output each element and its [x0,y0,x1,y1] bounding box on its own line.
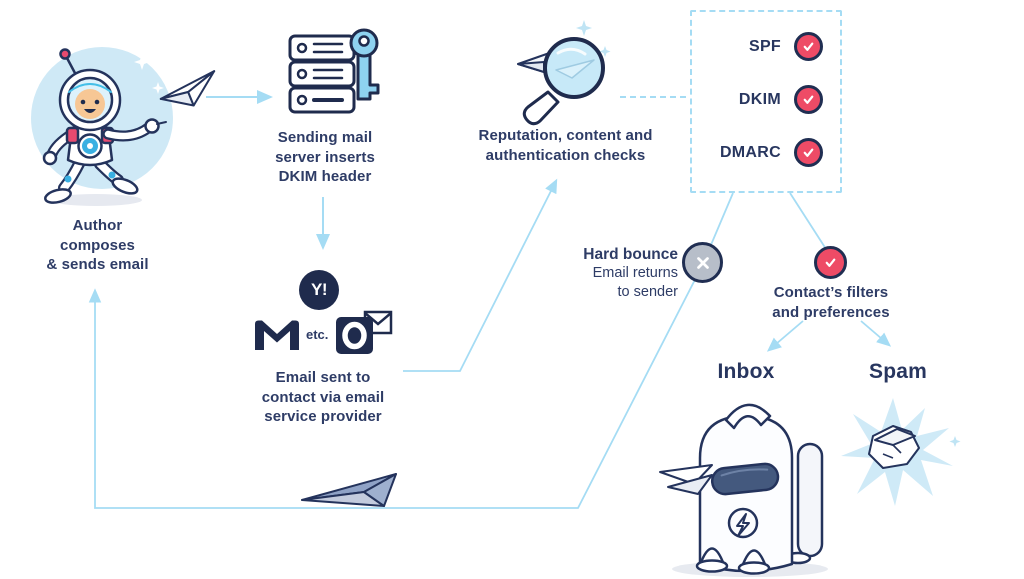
dkim-label: DKIM [738,90,781,108]
check-icon [794,85,823,114]
paper-plane-icon [159,70,216,107]
x-icon [682,242,723,283]
check-icon [814,246,847,279]
yahoo-icon: Y! [299,270,339,310]
spf-label: SPF [748,37,781,55]
check-icon [794,32,823,61]
hard-bounce-subtitle: Email returns to sender [592,265,678,301]
inbox-label: Inbox [717,360,775,383]
spam-label: Spam [869,360,927,383]
gmail-icon [255,320,299,350]
auth-checklist: SPF DKIM DMARC [690,10,842,193]
server-caption: Sending mail server inserts DKIM header [275,129,375,185]
mail-server-icon [288,28,380,114]
etc-label: etc. [306,327,329,342]
hard-bounce-title: Hard bounce [583,246,678,263]
esp-caption: Email sent to contact via email service … [261,369,385,425]
astronaut-illustration [31,47,173,206]
outlook-icon [336,310,393,354]
returning-plane-icon [301,473,397,507]
checks-caption: Reputation, content and authentication c… [478,127,653,164]
line-authbox-to-bounce-and-return [88,192,734,509]
author-caption: Author composes & sends email [46,217,149,273]
auth-item-dmarc: DMARC [692,138,840,167]
yahoo-label: Y! [311,280,328,299]
rocket-mailbox-illustration [659,403,828,577]
filters-caption: Contact’s filters and preferences [772,284,890,321]
arrow-filters-to-spam [860,320,892,347]
line-authbox-to-filters [789,192,827,250]
dmarc-label: DMARC [719,143,781,161]
auth-item-dkim: DKIM [692,85,840,114]
check-icon [794,138,823,167]
crumpled-paper-illustration [841,398,961,506]
dkim-key-icon [349,28,380,101]
hard-bounce-block: Hard bounce Email returns to sender [552,246,678,302]
arrow-esp-to-checks [403,178,558,372]
arrow-filters-to-inbox [766,320,804,352]
auth-item-spf: SPF [692,32,840,61]
magnifier-icon [517,20,611,126]
